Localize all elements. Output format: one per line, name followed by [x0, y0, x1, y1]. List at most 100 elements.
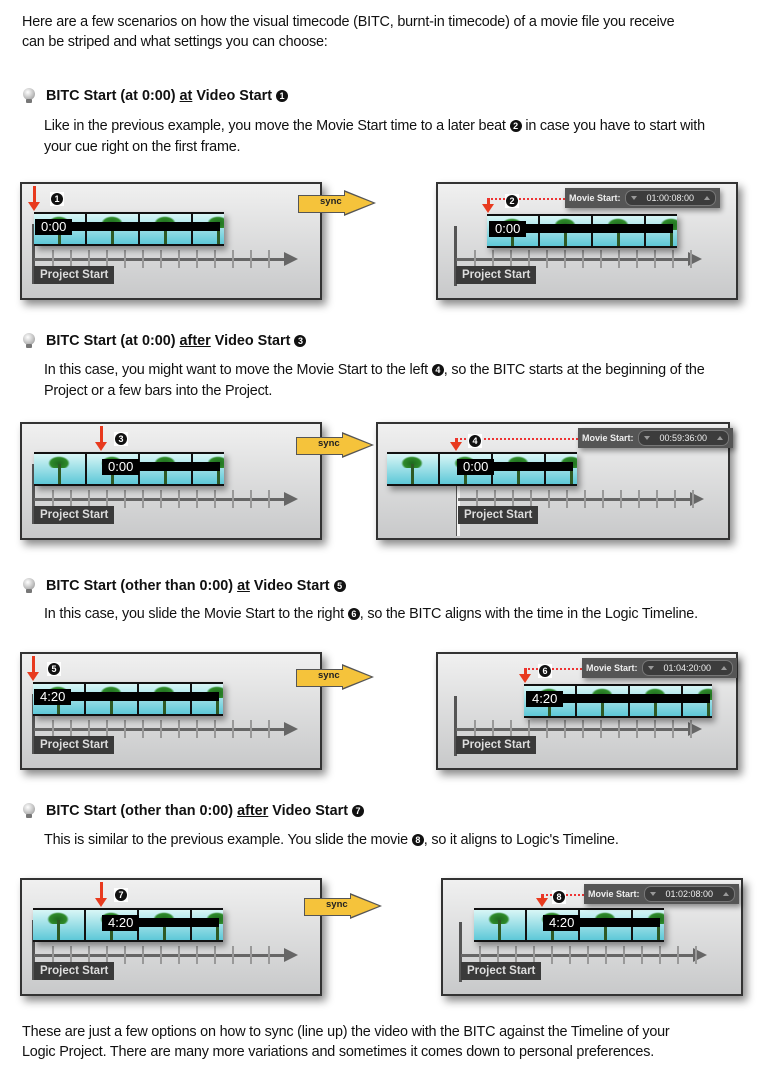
- section-heading: BITC Start (other than 0:00) at Video St…: [22, 578, 346, 594]
- project-start-label: Project Start: [456, 736, 537, 754]
- timeline-tick: [476, 490, 478, 508]
- timeline-tick: [548, 490, 550, 508]
- timeline-tick: [569, 946, 571, 964]
- film-frame: [474, 910, 525, 940]
- sync-label: sync: [326, 899, 348, 910]
- project-start-label: Project Start: [458, 506, 539, 524]
- movie-start-value[interactable]: 01:02:08:00: [665, 889, 714, 899]
- palm-trunk: [498, 920, 501, 940]
- desc-step-number: 2: [509, 120, 522, 132]
- timeline-arrowhead-icon: [284, 492, 298, 506]
- sync-arrow: sync: [298, 190, 376, 216]
- movie-start-value[interactable]: 01:00:08:00: [646, 193, 695, 203]
- increment-icon[interactable]: [704, 196, 711, 200]
- palm-trunk: [517, 464, 520, 484]
- project-start-label: Project Start: [34, 266, 115, 284]
- bitc-timecode: 4:20: [526, 691, 564, 707]
- bitc-timecode: 0:00: [102, 459, 140, 475]
- heading-underlined: at: [237, 578, 250, 594]
- heading-step-number: 1: [276, 90, 289, 102]
- movie-start-control[interactable]: Movie Start:01:00:08:00: [565, 188, 721, 208]
- timeline-tick: [52, 490, 54, 508]
- timeline-tick: [250, 720, 252, 738]
- project-start-line: [32, 464, 35, 524]
- timeline-tick: [690, 250, 692, 268]
- increment-icon[interactable]: [723, 892, 730, 896]
- bitc-strip: [102, 462, 220, 471]
- timeline-axis: [34, 954, 284, 957]
- timeline-tick: [566, 490, 568, 508]
- heading-underlined: after: [179, 333, 211, 349]
- desc-post: , so it aligns to Logic's Timeline.: [423, 832, 619, 848]
- timeline-tick: [510, 720, 512, 738]
- section-heading-text: BITC Start (at 0:00) after Video Start 3: [46, 333, 307, 349]
- decrement-icon[interactable]: [647, 666, 654, 670]
- heading-step-number: 5: [333, 580, 346, 592]
- project-start-line: [456, 466, 460, 536]
- palm-trunk: [164, 464, 167, 484]
- decrement-icon[interactable]: [643, 436, 650, 440]
- step-number: 1: [51, 193, 63, 205]
- movie-start-control[interactable]: Movie Start:01:04:20:00: [582, 658, 738, 678]
- decrement-icon[interactable]: [649, 892, 656, 896]
- movie-start-stepper[interactable]: 00:59:36:00: [637, 430, 730, 446]
- desc-post: , so the BITC starts at the beginning of…: [443, 362, 705, 378]
- timeline-tick: [672, 250, 674, 268]
- position-arrowhead-icon: [482, 204, 494, 213]
- movie-start-control[interactable]: Movie Start:01:02:08:00: [584, 884, 740, 904]
- timeline-tick: [674, 490, 676, 508]
- timeline-tick: [52, 250, 54, 268]
- position-arrowhead-icon: [519, 674, 531, 683]
- palm-trunk: [163, 694, 166, 714]
- timeline-tick: [602, 490, 604, 508]
- timeline-tick: [178, 490, 180, 508]
- palm-trunk: [57, 920, 60, 940]
- timeline-tick: [528, 720, 530, 738]
- timeline-tick: [638, 490, 640, 508]
- heading-pre: BITC Start (other than 0:00): [46, 578, 238, 594]
- bulb-glass: [23, 333, 35, 345]
- timeline-arrowhead-icon: [284, 722, 298, 736]
- increment-icon[interactable]: [717, 436, 724, 440]
- timeline-tick: [196, 250, 198, 268]
- project-start-label: Project Start: [34, 506, 115, 524]
- section-description: This is similar to the previous example.…: [44, 830, 619, 851]
- decrement-icon[interactable]: [630, 196, 637, 200]
- timeline-axis: [456, 258, 688, 261]
- timeline-tick: [582, 250, 584, 268]
- palm-trunk: [111, 224, 114, 244]
- step-marker: 6: [538, 664, 552, 678]
- timeline-tick: [695, 946, 697, 964]
- timeline-tick: [268, 250, 270, 268]
- heading-post: Video Start: [192, 88, 277, 104]
- timeline-tick: [106, 250, 108, 268]
- timeline-tick: [52, 946, 54, 964]
- lightbulb-icon: [22, 333, 36, 349]
- step-number: 4: [469, 435, 481, 447]
- movie-start-value[interactable]: 00:59:36:00: [659, 433, 708, 443]
- palm-tree-icon: [401, 456, 423, 468]
- increment-icon[interactable]: [721, 666, 728, 670]
- movie-start-stepper[interactable]: 01:00:08:00: [624, 190, 717, 206]
- movie-start-stepper[interactable]: 01:04:20:00: [641, 660, 734, 676]
- description-line-1: In this case, you might want to move the…: [44, 360, 705, 381]
- bitc-timecode: 0:00: [489, 221, 527, 237]
- sync-arrow-body: [296, 669, 345, 687]
- desc-step-number: 6: [347, 608, 360, 620]
- film-frame: [33, 910, 84, 940]
- project-start-line: [32, 694, 35, 754]
- step-marker: 5: [47, 662, 61, 676]
- timeline-tick: [512, 490, 514, 508]
- movie-start-stepper[interactable]: 01:02:08:00: [643, 886, 736, 902]
- position-arrow-icon: [455, 438, 458, 444]
- movie-start-control[interactable]: Movie Start:00:59:36:00: [578, 428, 734, 448]
- timeline-tick: [551, 946, 553, 964]
- outro-paragraph: These are just a few options on how to s…: [22, 1022, 670, 1062]
- heading-underlined: at: [179, 88, 193, 104]
- timeline-tick: [142, 946, 144, 964]
- movie-start-value[interactable]: 01:04:20:00: [663, 663, 712, 673]
